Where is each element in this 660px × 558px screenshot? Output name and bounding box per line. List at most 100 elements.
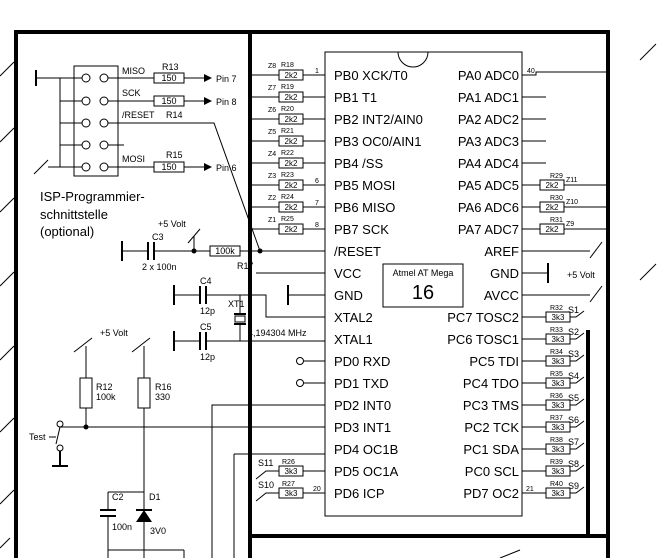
frame-lines bbox=[0, 30, 657, 558]
pin-left: PB0 XCK/T0 bbox=[334, 68, 408, 83]
resistor-value: 3k3 bbox=[552, 423, 565, 432]
pin-number: 1 bbox=[315, 68, 319, 75]
zone-label: Z6 bbox=[268, 107, 276, 114]
pin-number: 8 bbox=[315, 222, 319, 229]
resistor-value: 2k2 bbox=[285, 181, 298, 190]
resistor-value: 3k3 bbox=[285, 467, 298, 476]
zone-label: Z10 bbox=[566, 199, 578, 206]
resistor-value: 3k3 bbox=[552, 445, 565, 454]
resistor-value: 2k2 bbox=[285, 115, 298, 124]
resistor-id: R39 bbox=[550, 459, 563, 466]
resistor-id: R31 bbox=[550, 217, 563, 224]
pin-right: PC5 TDI bbox=[469, 354, 519, 369]
microcontroller-chip: Atmel AT Mega 16 PB0 XCK/T0 PB1 T1 PB2 I… bbox=[313, 51, 535, 517]
isp-pin6-label: Pin 6 bbox=[216, 163, 237, 173]
pin-left: PB7 SCK bbox=[334, 222, 389, 237]
switch-label: S1 bbox=[568, 305, 579, 315]
resistor-id: R24 bbox=[281, 194, 294, 201]
crystal-oscillator: C4 12p C5 12p XT1 4,194304 MHz bbox=[173, 276, 325, 362]
pin-right: PA5 ADC5 bbox=[458, 178, 519, 193]
resistor-value: 2k2 bbox=[285, 93, 298, 102]
supply-label: +5 Volt bbox=[567, 270, 595, 280]
pin-number: 7 bbox=[315, 200, 319, 207]
pin-left: PD5 OC1A bbox=[334, 464, 399, 479]
c2-value: 100n bbox=[112, 522, 132, 532]
resistor-value: 3k3 bbox=[552, 335, 565, 344]
r17-label: R17 bbox=[237, 261, 254, 271]
xt1-label: XT1 bbox=[228, 299, 245, 309]
isp-mosi-label: MOSI bbox=[122, 154, 145, 164]
c4-value: 12p bbox=[200, 306, 215, 316]
resistor-id: R30 bbox=[550, 195, 563, 202]
resistor-value: 3k3 bbox=[552, 489, 565, 498]
lower-left-circuit: +5 Volt R12 100k R16 330 Test C2 100n bbox=[29, 328, 325, 558]
resistor-id: R33 bbox=[550, 327, 563, 334]
c2-label: C2 bbox=[112, 492, 124, 502]
c3-value: 2 x 100n bbox=[142, 262, 177, 272]
xt1-value: 4,194304 MHz bbox=[248, 328, 307, 338]
zone-label: Z9 bbox=[566, 221, 574, 228]
pin-left: XTAL1 bbox=[334, 332, 373, 347]
isp-pin8-label: Pin 8 bbox=[216, 97, 237, 107]
zone-label: Z4 bbox=[268, 151, 276, 158]
r15-value: 150 bbox=[161, 162, 176, 172]
resistor-id: R34 bbox=[550, 349, 563, 356]
reset-circuit: +5 Volt C3 2 x 100n 100k R17 bbox=[121, 219, 325, 272]
pin-left: PB2 INT2/AIN0 bbox=[334, 112, 423, 127]
resistor-id: R23 bbox=[281, 172, 294, 179]
resistor-id: R21 bbox=[281, 128, 294, 135]
zone-label: Z7 bbox=[268, 85, 276, 92]
pin-left: PB6 MISO bbox=[334, 200, 395, 215]
resistor-id: R26 bbox=[282, 459, 295, 466]
pin-right: PA3 ADC3 bbox=[458, 134, 519, 149]
zone-label: Z1 bbox=[268, 217, 276, 224]
pin-left: XTAL2 bbox=[334, 310, 373, 325]
resistor-value: 3k3 bbox=[552, 379, 565, 388]
isp-reset-label: /RESET bbox=[122, 110, 155, 120]
pin-left: PD3 INT1 bbox=[334, 420, 391, 435]
resistor-value: 3k3 bbox=[552, 357, 565, 366]
pin-right: PA4 ADC4 bbox=[458, 156, 519, 171]
r12-value: 100k bbox=[96, 392, 116, 402]
pin-left: VCC bbox=[334, 266, 361, 281]
analog-supply: +5 Volt bbox=[522, 241, 603, 303]
pin-right: PD7 OC2 bbox=[463, 486, 519, 501]
pin-right: AVCC bbox=[484, 288, 519, 303]
switch-label: S10 bbox=[258, 480, 274, 490]
pin-right: PA6 ADC6 bbox=[458, 200, 519, 215]
pa-lines: R29 Z11 2k2 R30 Z10 2k2 R31 Z9 2k2 bbox=[522, 71, 608, 235]
resistor-value: 2k2 bbox=[285, 137, 298, 146]
resistor-id: R29 bbox=[550, 173, 563, 180]
reset-supply-label: +5 Volt bbox=[158, 219, 186, 229]
switch-label: S9 bbox=[568, 481, 579, 491]
resistor-id: R22 bbox=[281, 150, 294, 157]
r17-value: 100k bbox=[215, 246, 235, 256]
pin-right: AREF bbox=[484, 244, 519, 259]
resistor-value: 2k2 bbox=[285, 203, 298, 212]
resistor-value: 3k3 bbox=[552, 467, 565, 476]
pin-left: PD4 OC1B bbox=[334, 442, 398, 457]
r14-label: R14 bbox=[166, 110, 183, 120]
pin-right: PA7 ADC7 bbox=[458, 222, 519, 237]
c5-label: C5 bbox=[200, 322, 212, 332]
resistor-id: R18 bbox=[281, 62, 294, 69]
resistor-value: 2k2 bbox=[546, 225, 559, 234]
resistor-id: R37 bbox=[550, 415, 563, 422]
isp-caption-line-3: (optional) bbox=[40, 224, 94, 239]
resistor-value: 2k2 bbox=[285, 225, 298, 234]
zone-label: Z3 bbox=[268, 173, 276, 180]
zone-label: Z5 bbox=[268, 129, 276, 136]
r13-value: 150 bbox=[161, 73, 176, 83]
resistor-id: R32 bbox=[550, 305, 563, 312]
switch-label: S2 bbox=[568, 327, 579, 337]
c4-label: C4 bbox=[200, 276, 212, 286]
isp-sck-label: SCK bbox=[122, 88, 141, 98]
resistor-value: 3k3 bbox=[552, 313, 565, 322]
resistor-id: R36 bbox=[550, 393, 563, 400]
pin-right: PC1 SDA bbox=[463, 442, 519, 457]
pin-right: PC0 SCL bbox=[465, 464, 519, 479]
pin-left: /RESET bbox=[334, 244, 381, 259]
pin-left: GND bbox=[334, 288, 363, 303]
pin-right: PA1 ADC1 bbox=[458, 90, 519, 105]
c3-label: C3 bbox=[152, 232, 164, 242]
